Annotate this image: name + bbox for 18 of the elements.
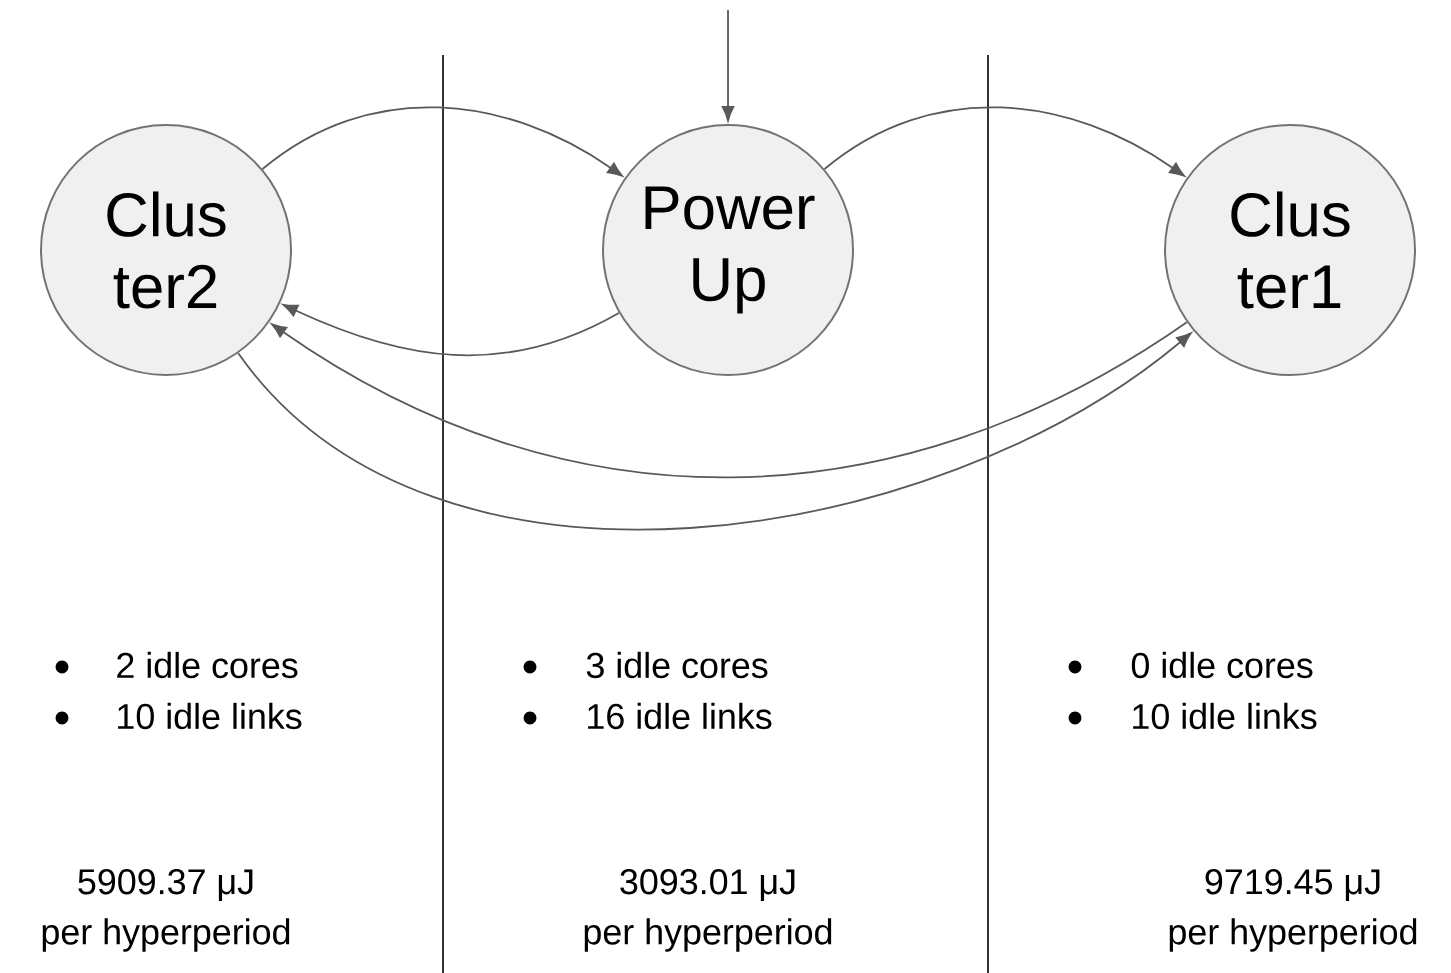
energy-label: 9719.45 μJ bbox=[1205, 869, 1380, 901]
arrow bbox=[282, 303, 620, 356]
list-item: 10 idle links bbox=[1133, 702, 1317, 730]
list-item: 16 idle links bbox=[588, 702, 772, 730]
list-item: 10 idle links bbox=[118, 702, 302, 730]
arrow bbox=[271, 321, 1188, 479]
energy-label: 5909.37 μJ bbox=[78, 869, 253, 901]
arrow bbox=[823, 106, 1185, 177]
list-item: 3 idle cores bbox=[586, 651, 768, 679]
arrow bbox=[261, 106, 623, 177]
arrow bbox=[721, 9, 735, 122]
energy-label: 3093.01 μJ bbox=[620, 869, 795, 901]
list-item: 0 idle cores bbox=[1131, 651, 1313, 679]
energy-label: per hyperperiod bbox=[42, 918, 290, 952]
energy-label: per hyperperiod bbox=[584, 918, 832, 952]
energy-label: per hyperperiod bbox=[1169, 918, 1417, 952]
list-item: 2 idle cores bbox=[117, 651, 298, 679]
arrow bbox=[237, 332, 1192, 530]
